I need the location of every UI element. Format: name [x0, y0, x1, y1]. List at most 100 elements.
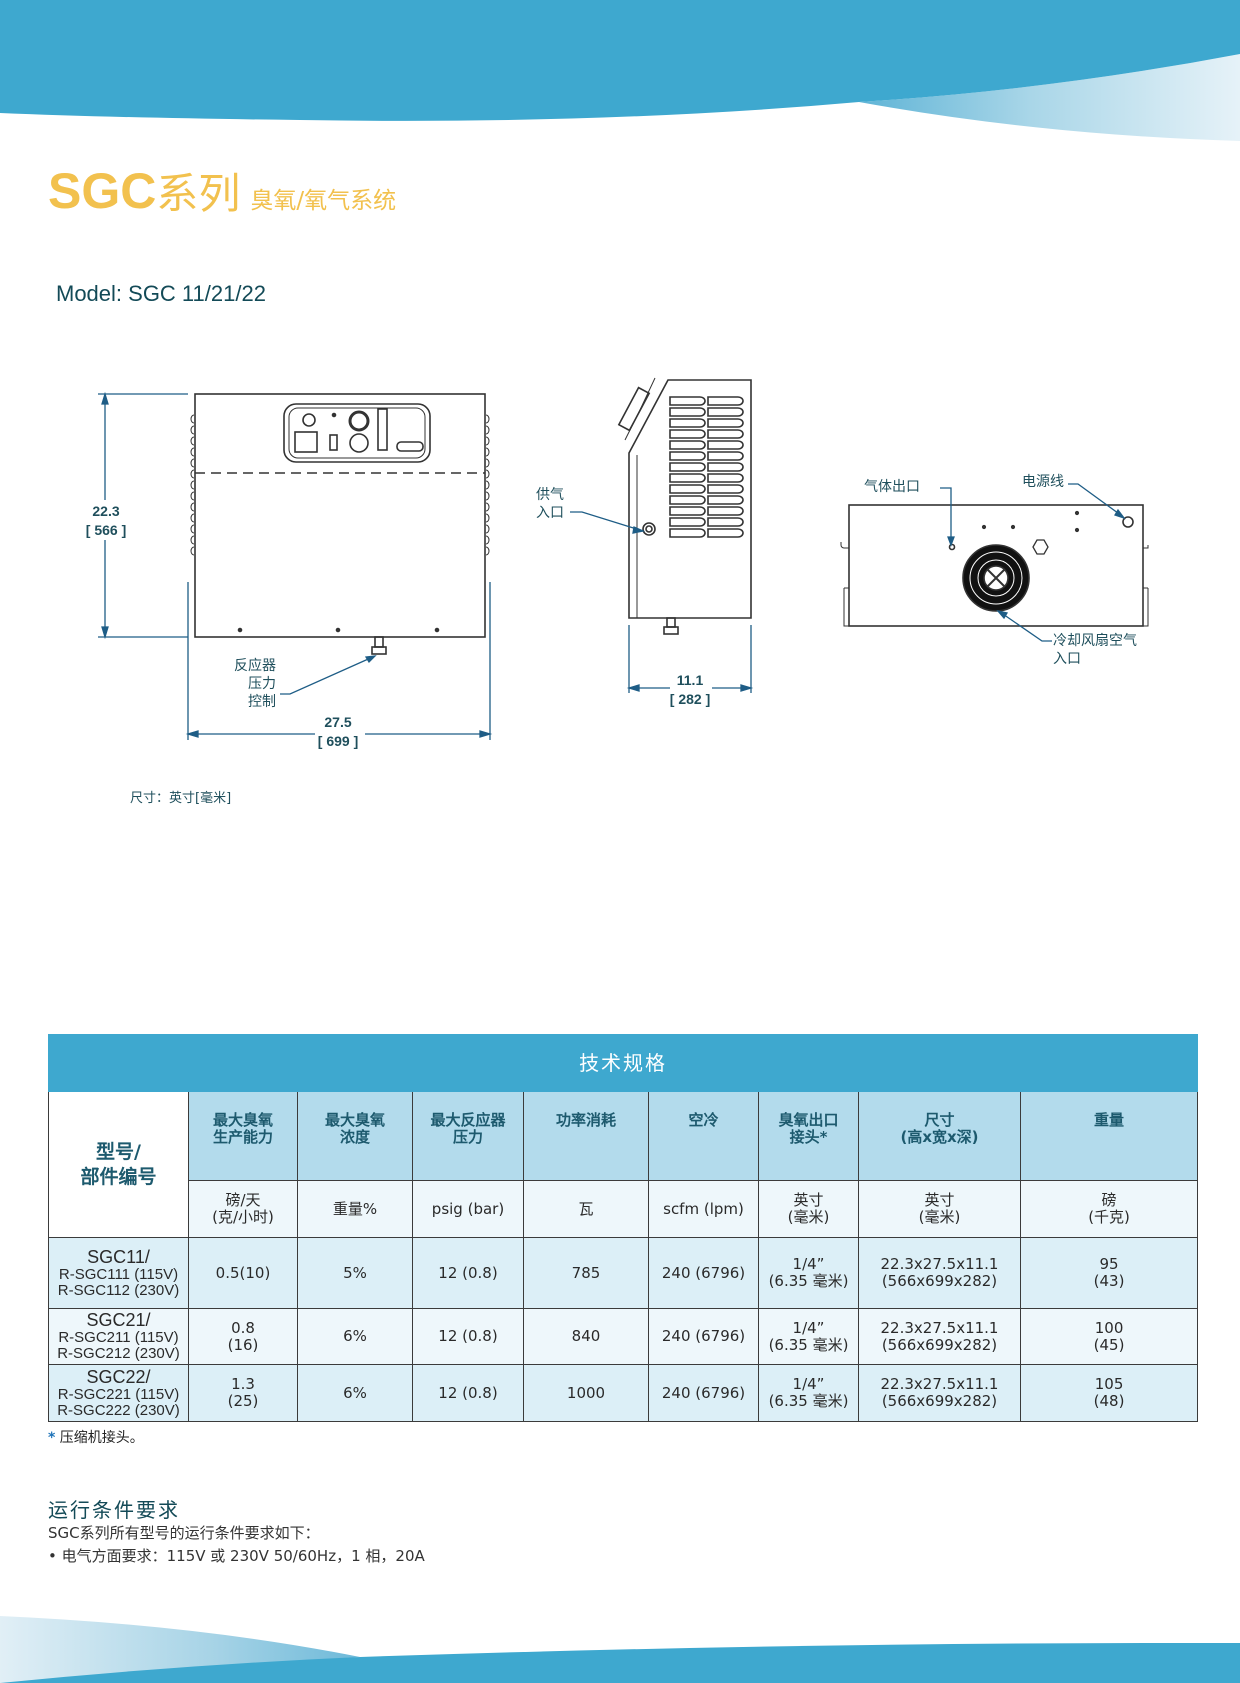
cell-line: 1/4” [792, 1375, 825, 1393]
table-cell: 12 (0.8) [412, 1237, 524, 1309]
cell-line: 22.3x27.5x11.1 [880, 1318, 999, 1337]
cell-line: 尺寸 [924, 1111, 955, 1129]
table-header-row: 型号/部件编号 最大臭氧生产能力最大臭氧浓度最大反应器压力功率消耗空冷臭氧出口接… [48, 1091, 1199, 1238]
fan-inlet-callout: 冷却风扇空气入口 [1053, 632, 1137, 668]
table-row: SGC11/R-SGC111 (115V)R-SGC112 (230V)0.5(… [48, 1237, 1199, 1309]
cell-line: SGC21/ [86, 1310, 151, 1330]
front-width-dimension: 27.5[ 699 ] [313, 713, 363, 751]
column-header: 最大臭氧生产能力 [188, 1091, 298, 1181]
callout-line: 入口 [1053, 651, 1081, 667]
column-header: 功率消耗 [523, 1091, 649, 1181]
unit-cell: psig (bar) [412, 1180, 524, 1238]
unit-cell: scfm (lpm) [648, 1180, 759, 1238]
cell-line: (6.35 毫米) [768, 1392, 849, 1410]
unit-cell: 英寸(毫米) [858, 1180, 1021, 1238]
reactor-pressure-callout: 反应器压力控制 [226, 657, 276, 711]
cell-line: 6% [343, 1327, 367, 1345]
cell-line: R-SGC112 (230V) [57, 1281, 180, 1299]
series-label: 系列 [156, 169, 241, 218]
cell-line: 100 [1094, 1318, 1124, 1337]
callout-line: 反应器 [234, 658, 276, 674]
cell-line: 12 (0.8) [438, 1327, 498, 1345]
table-cell: 22.3x27.5x11.1(566x699x282) [858, 1237, 1021, 1309]
callout-line: 压力 [248, 676, 276, 692]
cell-line: 英寸 [924, 1191, 955, 1209]
cell-line: (43) [1093, 1272, 1125, 1290]
table-cell: 785 [523, 1237, 649, 1309]
column-header: 空冷 [648, 1091, 759, 1181]
gas-outlet-callout: 气体出口 [864, 479, 920, 495]
footnote-text: 压缩机接头。 [59, 1430, 144, 1446]
cell-line: 重量 [1094, 1111, 1125, 1129]
side-depth-dimension: 11.1 [ 282 ] [665, 671, 715, 709]
table-cell: 22.3x27.5x11.1(566x699x282) [858, 1308, 1021, 1365]
unit-cell: 磅(千克) [1019, 1180, 1199, 1238]
column-header: 尺寸(高x宽x深) [858, 1091, 1021, 1181]
cell-line: SGC11/ [87, 1246, 150, 1267]
table-row: SGC21/R-SGC211 (115V)R-SGC212 (230V)0.8(… [48, 1308, 1199, 1365]
model-column-header: 型号/部件编号 [48, 1091, 189, 1238]
table-cell: 6% [297, 1308, 413, 1365]
cell-line: 最大反应器 [430, 1111, 506, 1129]
units-note: 尺寸：英寸[毫米] [130, 791, 232, 806]
cell-line: 压力 [452, 1128, 483, 1146]
cell-line: (25) [227, 1392, 259, 1410]
table-cell: 5% [297, 1237, 413, 1309]
cell-line: 瓦 [578, 1199, 594, 1218]
table-cell: 1000 [523, 1364, 649, 1422]
cell-line: 臭氧出口 [778, 1111, 839, 1129]
cell-line: 240 (6796) [661, 1327, 746, 1345]
cell-line: (45) [1093, 1335, 1125, 1354]
cell-line: scfm (lpm) [663, 1199, 744, 1218]
cell-line: 1/4” [792, 1255, 825, 1273]
cell-line: (毫米) [918, 1208, 961, 1226]
model-cell: SGC21/R-SGC211 (115V)R-SGC212 (230V) [48, 1308, 189, 1365]
depth-inches: 11.1 [676, 672, 704, 688]
depth-mm: [ 282 ] [669, 691, 711, 707]
cell-line: 重量% [332, 1199, 378, 1218]
width-inches: 27.5 [324, 714, 352, 730]
cell-line: R-SGC222 (230V) [57, 1401, 180, 1419]
cell-line: 6% [343, 1383, 367, 1402]
cell-line: (16) [227, 1335, 259, 1354]
table-cell: 12 (0.8) [412, 1308, 524, 1365]
cell-line: 生产能力 [212, 1128, 273, 1146]
cell-line: 12 (0.8) [438, 1383, 498, 1402]
height-mm: [ 566 ] [85, 522, 127, 538]
table-cell: 100(45) [1019, 1308, 1199, 1365]
supply-inlet-callout: 供气入口 [536, 486, 564, 522]
cell-line: 12 (0.8) [438, 1263, 498, 1282]
cell-line: 240 (6796) [661, 1383, 746, 1402]
power-cord-callout: 电源线 [1022, 474, 1064, 490]
callout-line: 控制 [248, 694, 276, 710]
cell-line: 0.8 [231, 1318, 255, 1337]
table-cell: 840 [523, 1308, 649, 1365]
cell-line: 1/4” [792, 1318, 825, 1337]
header-line: 型号/ [96, 1140, 141, 1163]
series-name: SGC [48, 163, 157, 219]
table-cell: 12 (0.8) [412, 1364, 524, 1422]
front-dimension-lines [98, 391, 493, 740]
table-cell: 240 (6796) [648, 1364, 759, 1422]
cell-line: 磅/天 [225, 1191, 261, 1209]
table-title: 技术规格 [47, 1034, 1199, 1092]
model-cell: SGC11/R-SGC111 (115V)R-SGC112 (230V) [48, 1237, 189, 1309]
table-row: SGC22/R-SGC221 (115V)R-SGC222 (230V)1.3(… [48, 1364, 1199, 1422]
unit-cell: 英寸(毫米) [758, 1180, 859, 1238]
cell-line: (48) [1093, 1392, 1125, 1410]
side-view-drawing [617, 377, 752, 635]
requirement-item: • 电气方面要求：115V 或 230V 50/60Hz，1 相，20A [48, 1547, 425, 1565]
cell-line: (克/小时) [212, 1208, 274, 1226]
cell-line: (毫米) [787, 1208, 830, 1226]
cell-line: R-SGC111 (115V) [58, 1265, 179, 1283]
cell-line: (566x699x282) [881, 1272, 998, 1290]
table-cell: 22.3x27.5x11.1(566x699x282) [858, 1364, 1021, 1422]
table-footnote: * 压缩机接头。 [48, 1427, 144, 1447]
table-cell: 6% [297, 1364, 413, 1422]
height-inches: 22.3 [92, 503, 120, 519]
cell-line: 240 (6796) [661, 1263, 746, 1282]
table-cell: 240 (6796) [648, 1237, 759, 1309]
column-header: 重量 [1019, 1091, 1199, 1181]
